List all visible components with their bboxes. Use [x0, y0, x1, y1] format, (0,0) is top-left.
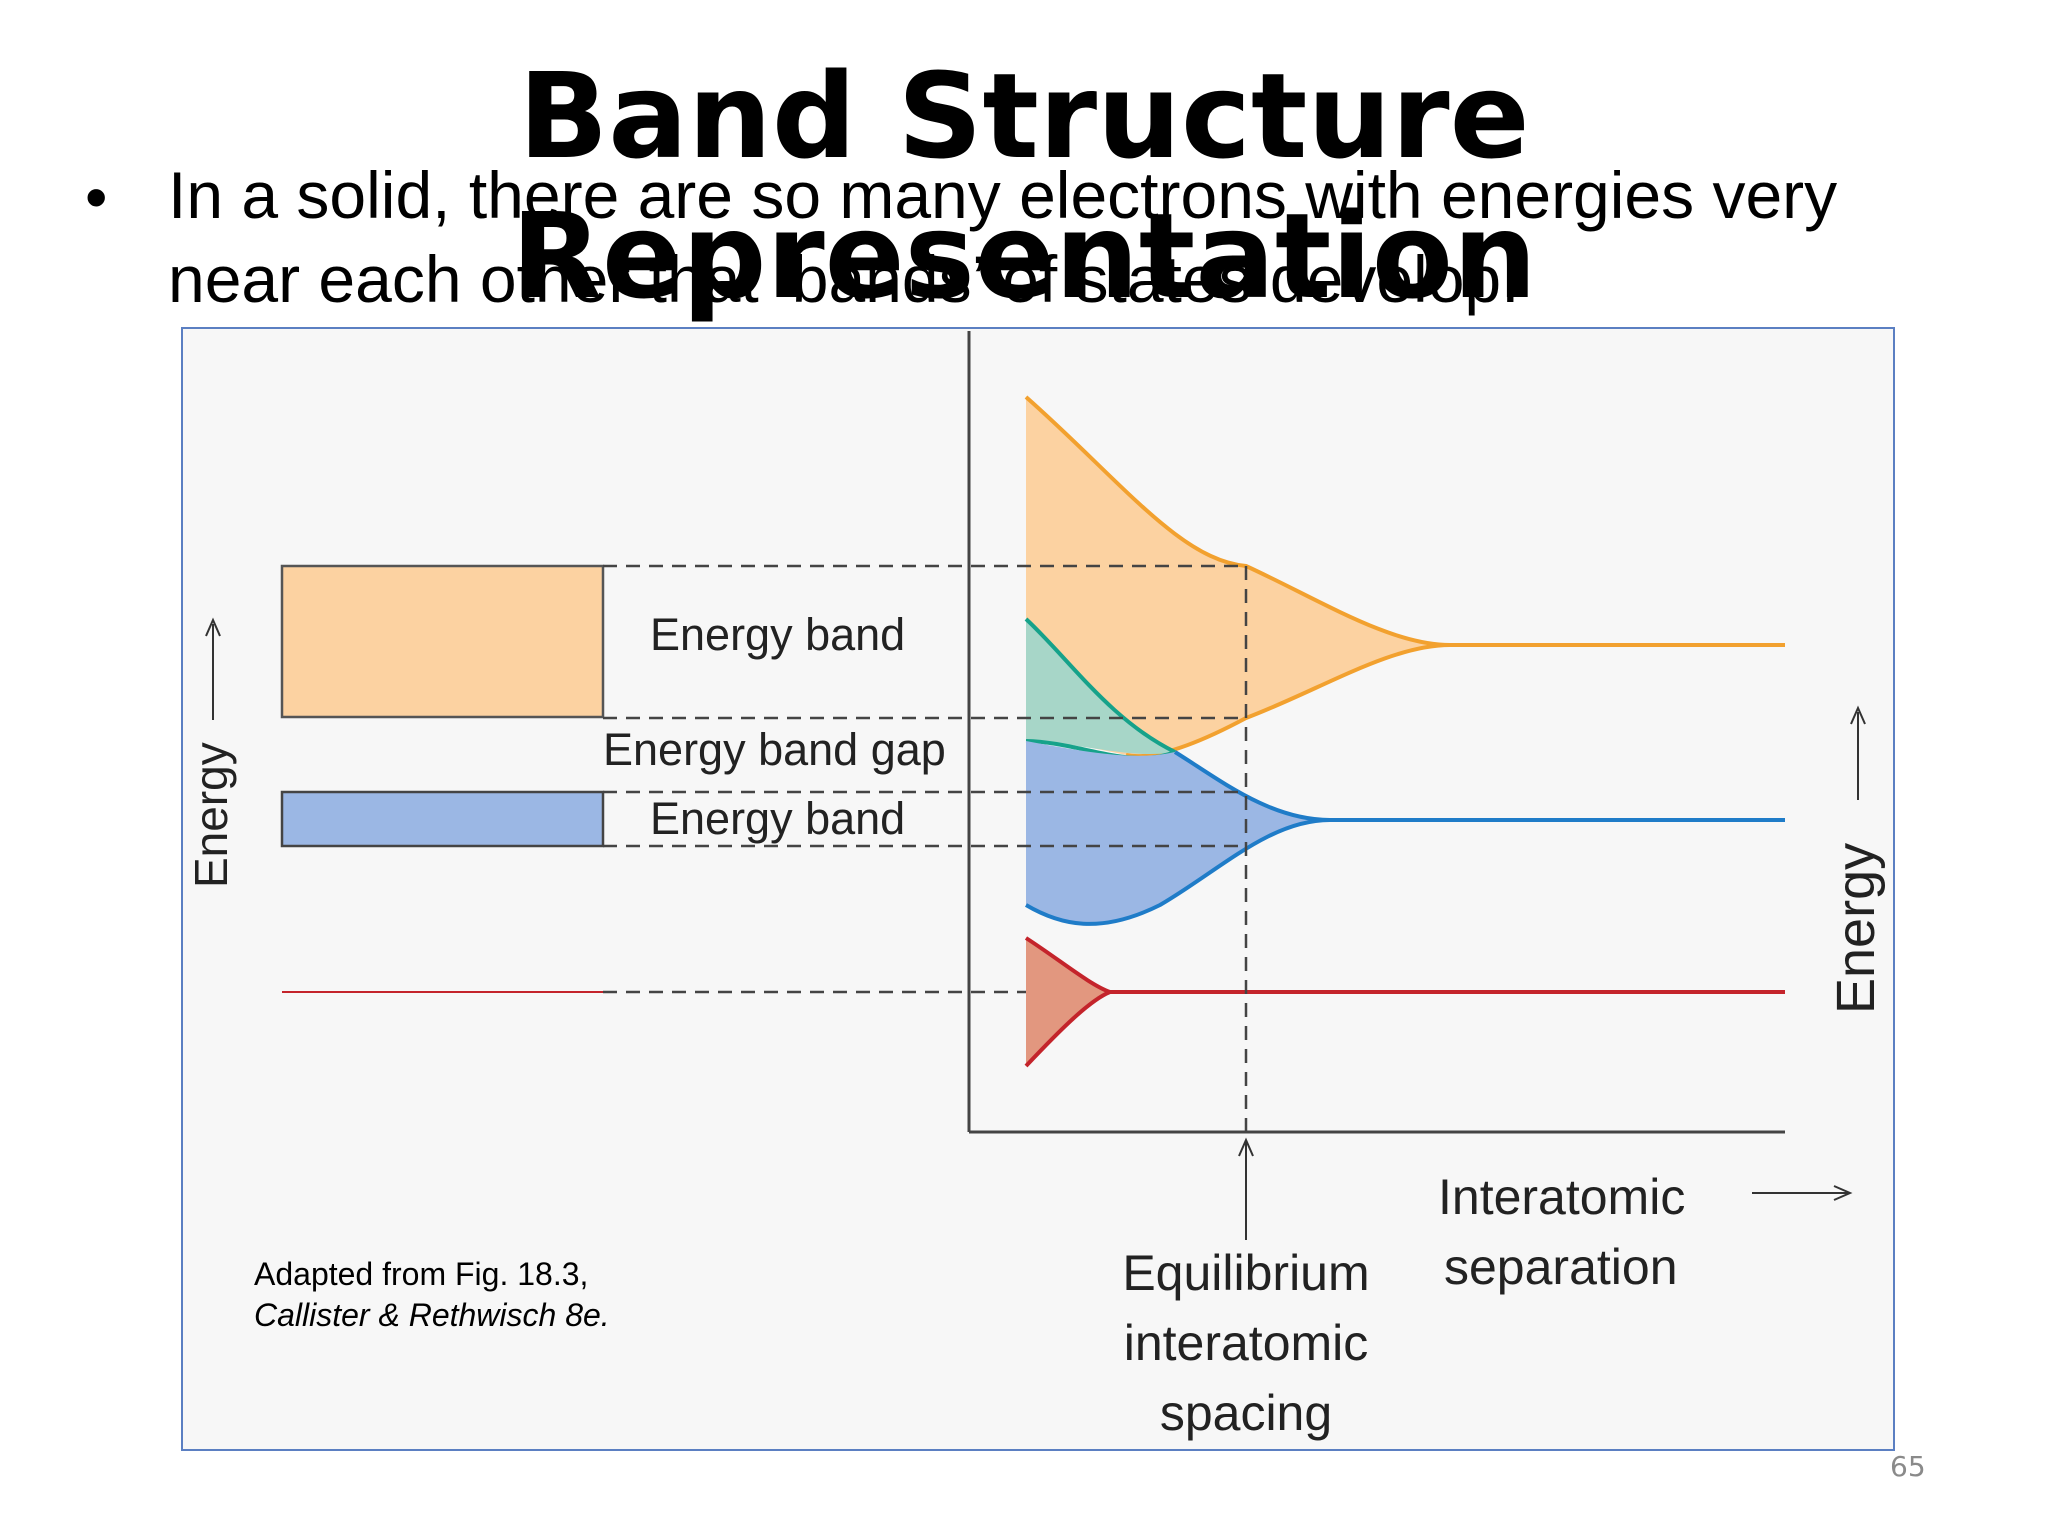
- core-band-fill: [1026, 938, 1110, 1066]
- x-axis-arrowhead: [1833, 1185, 1853, 1201]
- equilibrium-label-line-1: Equilibrium: [1122, 1245, 1369, 1301]
- bullet-text: In a solid, there are so many electrons …: [168, 153, 1968, 321]
- bullet-line-2: near each other that ‘bands’ of states d…: [168, 242, 1520, 316]
- caption-line-2: Callister & Rethwisch 8e.: [254, 1297, 610, 1333]
- middle-band-fill: [1026, 619, 1175, 755]
- slide-title: Band Structure Representation: [511, 47, 1537, 325]
- left-energy-arrowhead: [205, 617, 221, 637]
- lower-band-bottom-curve: [1024, 818, 1331, 926]
- right-energy-axis-label: Energy: [1826, 843, 1886, 1014]
- bullet-line-1: In a solid, there are so many electrons …: [168, 158, 1838, 232]
- x-axis-label-line-1: Interatomic: [1438, 1169, 1685, 1225]
- figure-frame: [181, 327, 1895, 1451]
- equilibrium-arrowhead: [1238, 1137, 1254, 1157]
- lower-band-label: Energy band: [650, 793, 905, 844]
- lower-band-fill: [1026, 741, 1330, 924]
- upper-band-bottom-curve: [1125, 643, 1451, 759]
- left-upper-band-box: [280, 564, 605, 719]
- upper-band-fill: [1026, 397, 1450, 757]
- upper-band-top-curve: [1024, 395, 1785, 647]
- x-axis-label-line-2: separation: [1444, 1239, 1678, 1295]
- band-gap-label: Energy band gap: [603, 724, 946, 775]
- right-energy-arrowhead: [1850, 705, 1866, 725]
- core-band-bottom-curve: [1024, 990, 1111, 1068]
- page-number: 65: [1890, 1450, 1926, 1483]
- equilibrium-label-line-3: spacing: [1160, 1385, 1332, 1441]
- figure-caption: Adapted from Fig. 18.3, Callister & Reth…: [254, 1254, 610, 1336]
- left-lower-band-box: [280, 790, 605, 848]
- bullet-marker: •: [85, 161, 108, 233]
- upper-band-label: Energy band: [650, 609, 905, 660]
- left-energy-axis-label: Energy: [185, 742, 237, 888]
- middle-band-upper-curve: [1024, 617, 1176, 754]
- caption-line-1: Adapted from Fig. 18.3,: [254, 1256, 589, 1292]
- equilibrium-label-line-2: interatomic: [1124, 1315, 1369, 1371]
